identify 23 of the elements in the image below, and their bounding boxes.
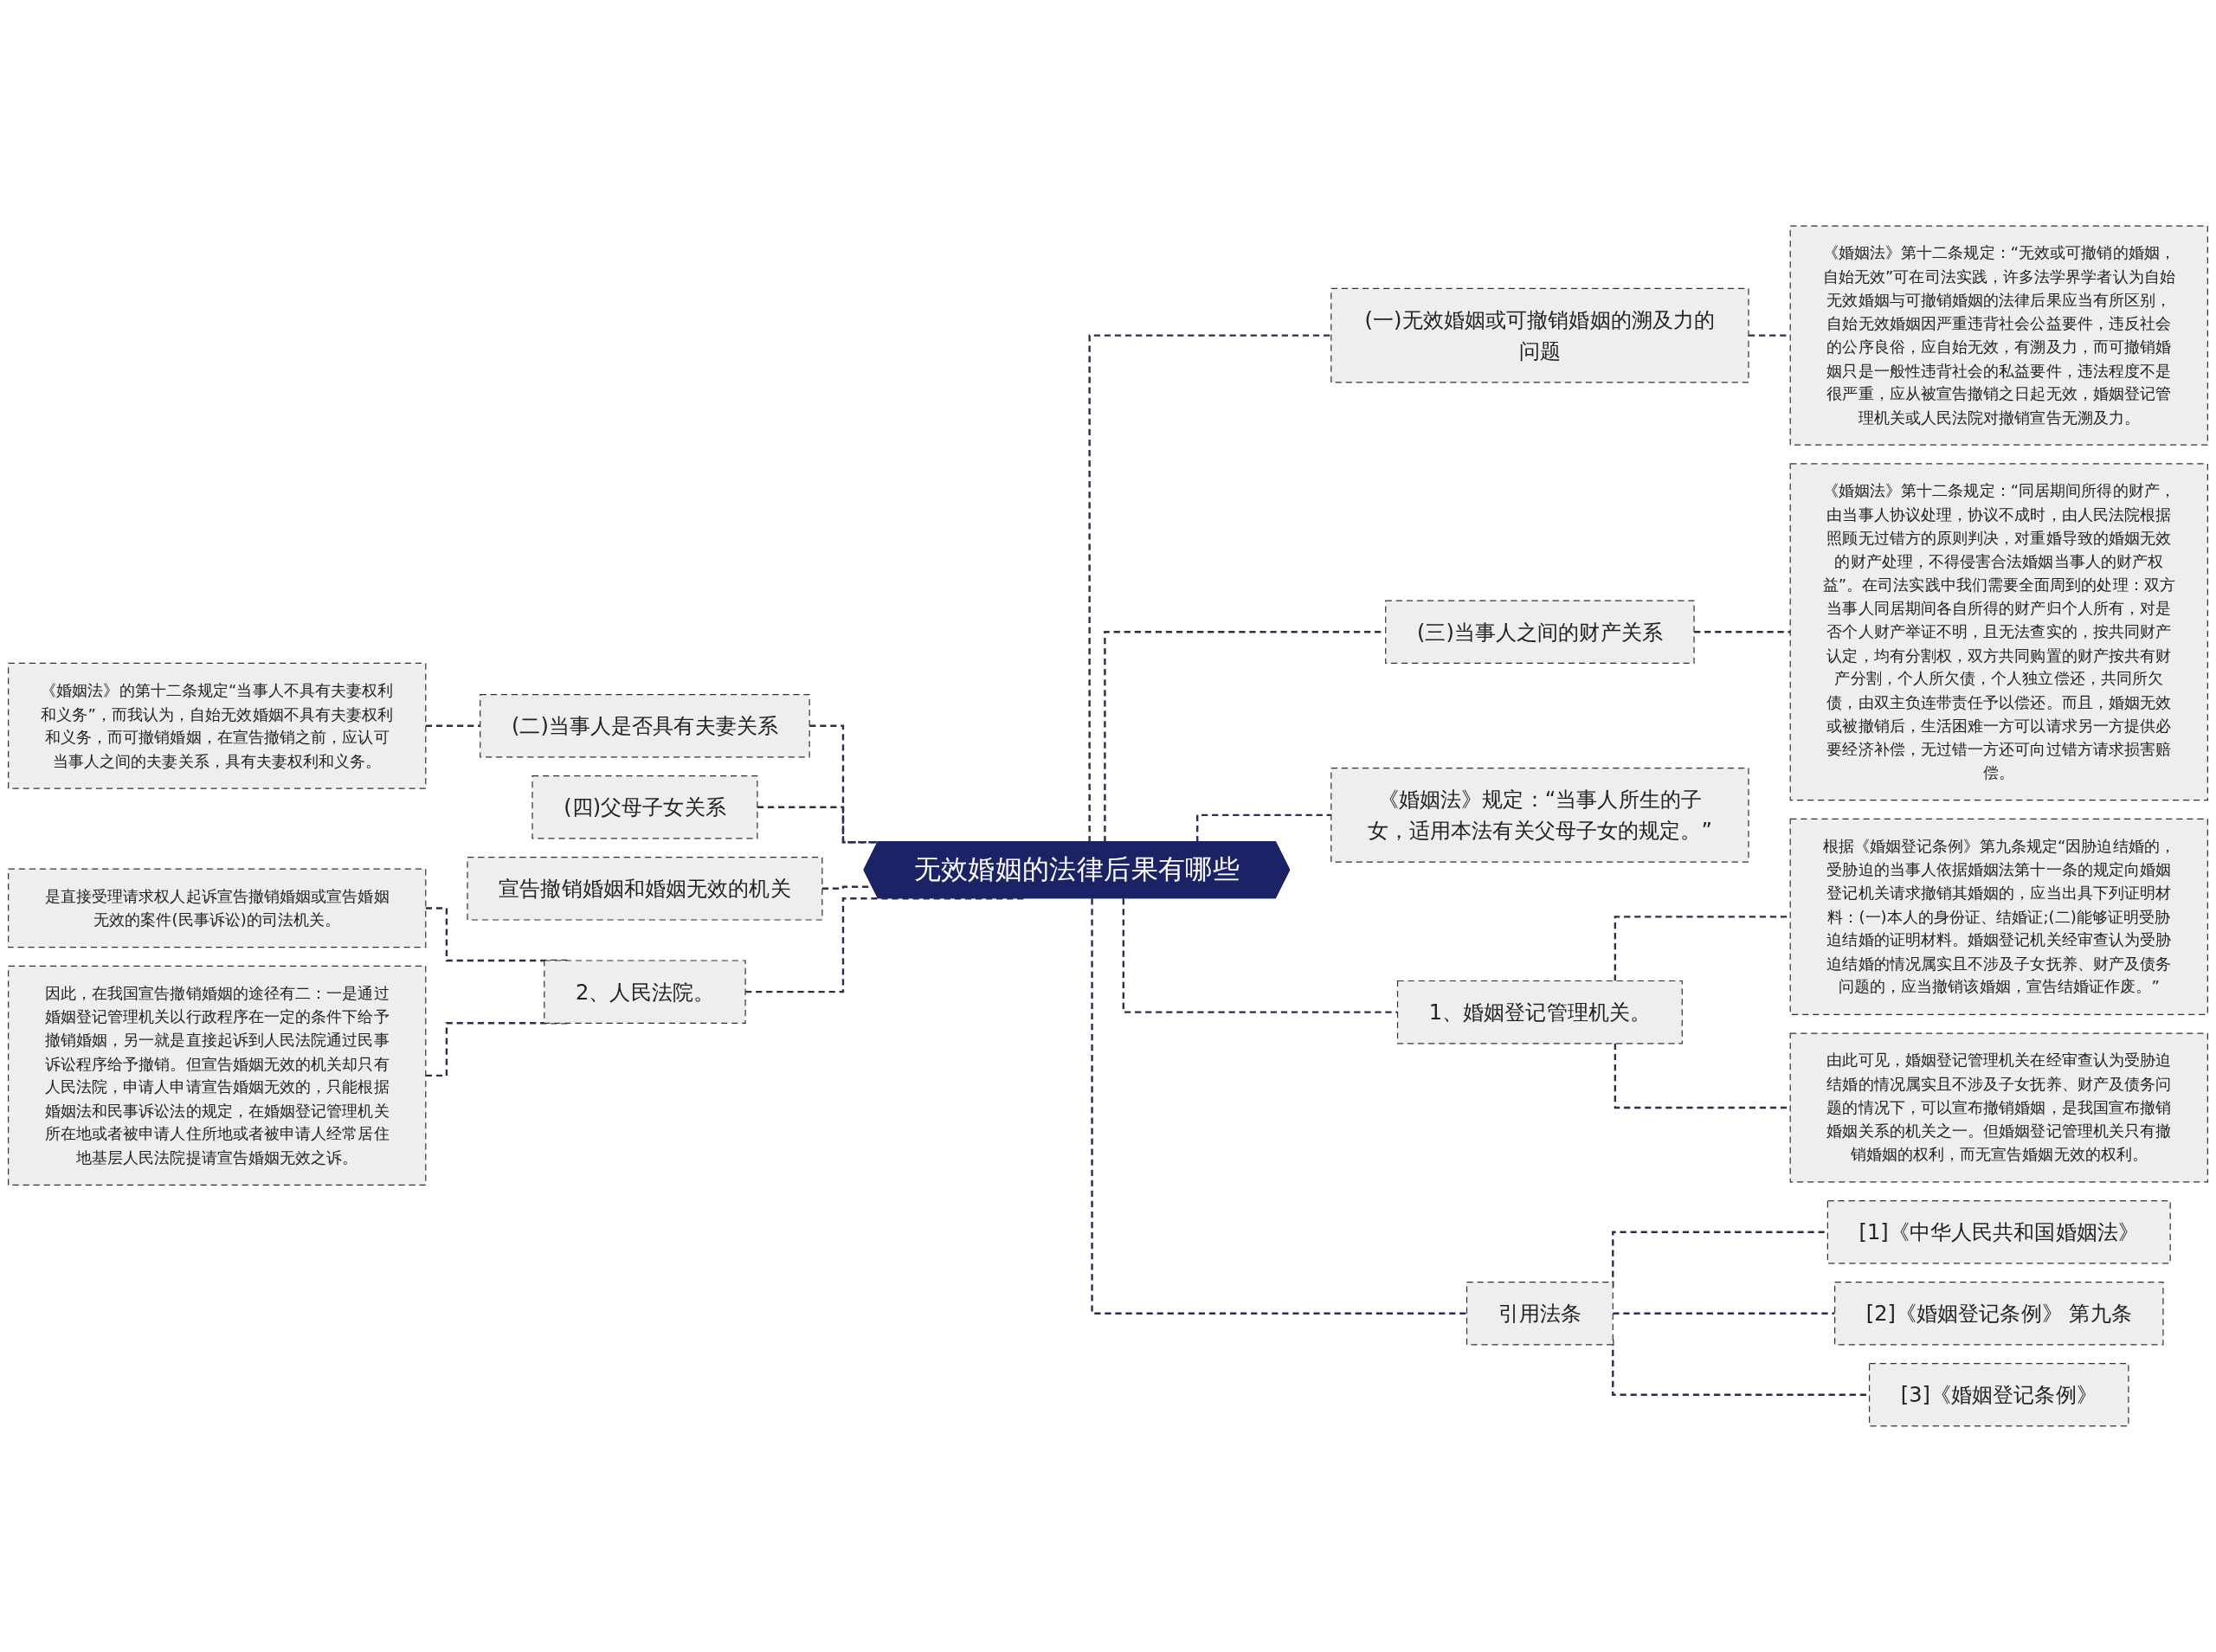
node-box: 根据《婚姻登记条例》第九条规定“因胁迫结婚的，受胁迫的当事人依据婚姻法第十一条的规定向婚姻登记机关请求撤销其婚姻的，应当出具下列证明材料：(一)本人的身份证、结婚证;(二)能够证明受胁迫结婚的证明材料。婚姻登记机关经审查认为受胁迫结婚的情况属实且不涉及子女抚养、财产及债务问题的，应当撤销该婚姻，宣告结婚证作废。” xyxy=(1789,818,2208,1015)
node-box: [1]《中华人民共和国婚姻法》 xyxy=(1826,1199,2171,1264)
node-box: (二)当事人是否具有夫妻关系 xyxy=(480,694,810,758)
node-box: 《婚姻法》的第十二条规定“当事人不具有夫妻权利和义务”，而我认为，自始无效婚姻不具有夫妻权利和义务，而可撤销婚姻，在宣告撤销之前，应认可当事人之间的夫妻关系，具有夫妻权利和义务。 xyxy=(8,662,427,789)
node-box: 2、人民法院。 xyxy=(544,960,746,1024)
node-box: (一)无效婚姻或可撤销婚姻的溯及力的问题 xyxy=(1330,287,1749,383)
node-box: 引用法条 xyxy=(1466,1281,1614,1346)
connector xyxy=(1196,813,1331,843)
node-box: (四)父母子女关系 xyxy=(531,775,758,839)
node-box: 《婚姻法》规定：“当事人所生的子女，适用本法有关父母子女的规定。” xyxy=(1330,768,1749,863)
node-box: 宣告撤销婚姻和婚姻无效的机关 xyxy=(467,857,823,921)
node-box: 是直接受理请求权人起诉宣告撤销婚姻或宣告婚姻无效的案件(民事诉讼)的司法机关。 xyxy=(8,868,427,948)
node-box: (三)当事人之间的财产关系 xyxy=(1385,600,1695,665)
node-box: 由此可见，婚姻登记管理机关在经审查认为受胁迫结婚的情况属实且不涉及子女抚养、财产及债务问题的情况下，可以宣布撤销婚姻，是我国宣布撤销婚姻关系的机关之一。但婚姻登记管理机关只有撤销婚姻的权利，而无宣告婚姻无效的权利。 xyxy=(1789,1032,2208,1183)
node-box: [3]《婚姻登记条例》 xyxy=(1869,1363,2129,1427)
node-box: 《婚姻法》第十二条规定：“无效或可撤销的婚姻，自始无效”可在司法实践，许多法学界学者认为自始无效婚姻与可撤销婚姻的法律后果应当有所区别，自始无效婚姻因严重违背社会公益要件，违反社会的公序良俗，应自始无效，有溯及力，而可撤销婚姻只是一般性违背社会的私益要件，违法程度不是很严重，应从被宣告撤销之日起无效，婚姻登记管理机关或人民法院对撤销宣告无溯及力。 xyxy=(1789,225,2208,446)
node-box: 因此，在我国宣告撤销婚姻的途径有二：一是通过婚姻登记管理机关以行政程序在一定的条件下给予撤销婚姻，另一就是直接起诉到人民法院通过民事诉讼程序给予撤销。但宣告婚姻无效的机关却只有人民法院，申请人申请宣告婚姻无效的，只能根据婚姻法和民事诉讼法的规定，在婚姻登记管理机关所在地或者被申请人住所地或者被申请人经常居住地基层人民法院提请宣告婚姻无效之诉。 xyxy=(8,965,427,1186)
connector xyxy=(424,724,480,727)
connector xyxy=(1088,334,1331,843)
node-box: [2]《婚姻登记条例》 第九条 xyxy=(1834,1281,2164,1346)
node-box: 1、婚姻登记管理机关。 xyxy=(1396,980,1683,1045)
node-box: 《婚姻法》第十二条规定：“同居期间所得的财产，由当事人协议处理，协议不成时，由人民法院根据照顾无过错方的原则判决，对重婚导致的婚姻无效的财产处理，不得侵害合法婚姻当事人的财产权益”。在司法实践中我们需要全面周到的处理：双方当事人同居期间各自所得的财产归个人所有，对是否个人财产举证不明，且无法查实的，按共同财产认定，均有分割权，双方共同购置的财产按共有财产分割，个人所欠债，个人独立偿还，共同所欠债，由双主负连带责任予以偿还。而且，婚姻无效或被撤销后，生活困难一方可以请求另一方提供必要经济补偿，无过错一方还可向过错方请求损害赔偿。 xyxy=(1789,463,2208,801)
connector xyxy=(1091,898,1467,1315)
